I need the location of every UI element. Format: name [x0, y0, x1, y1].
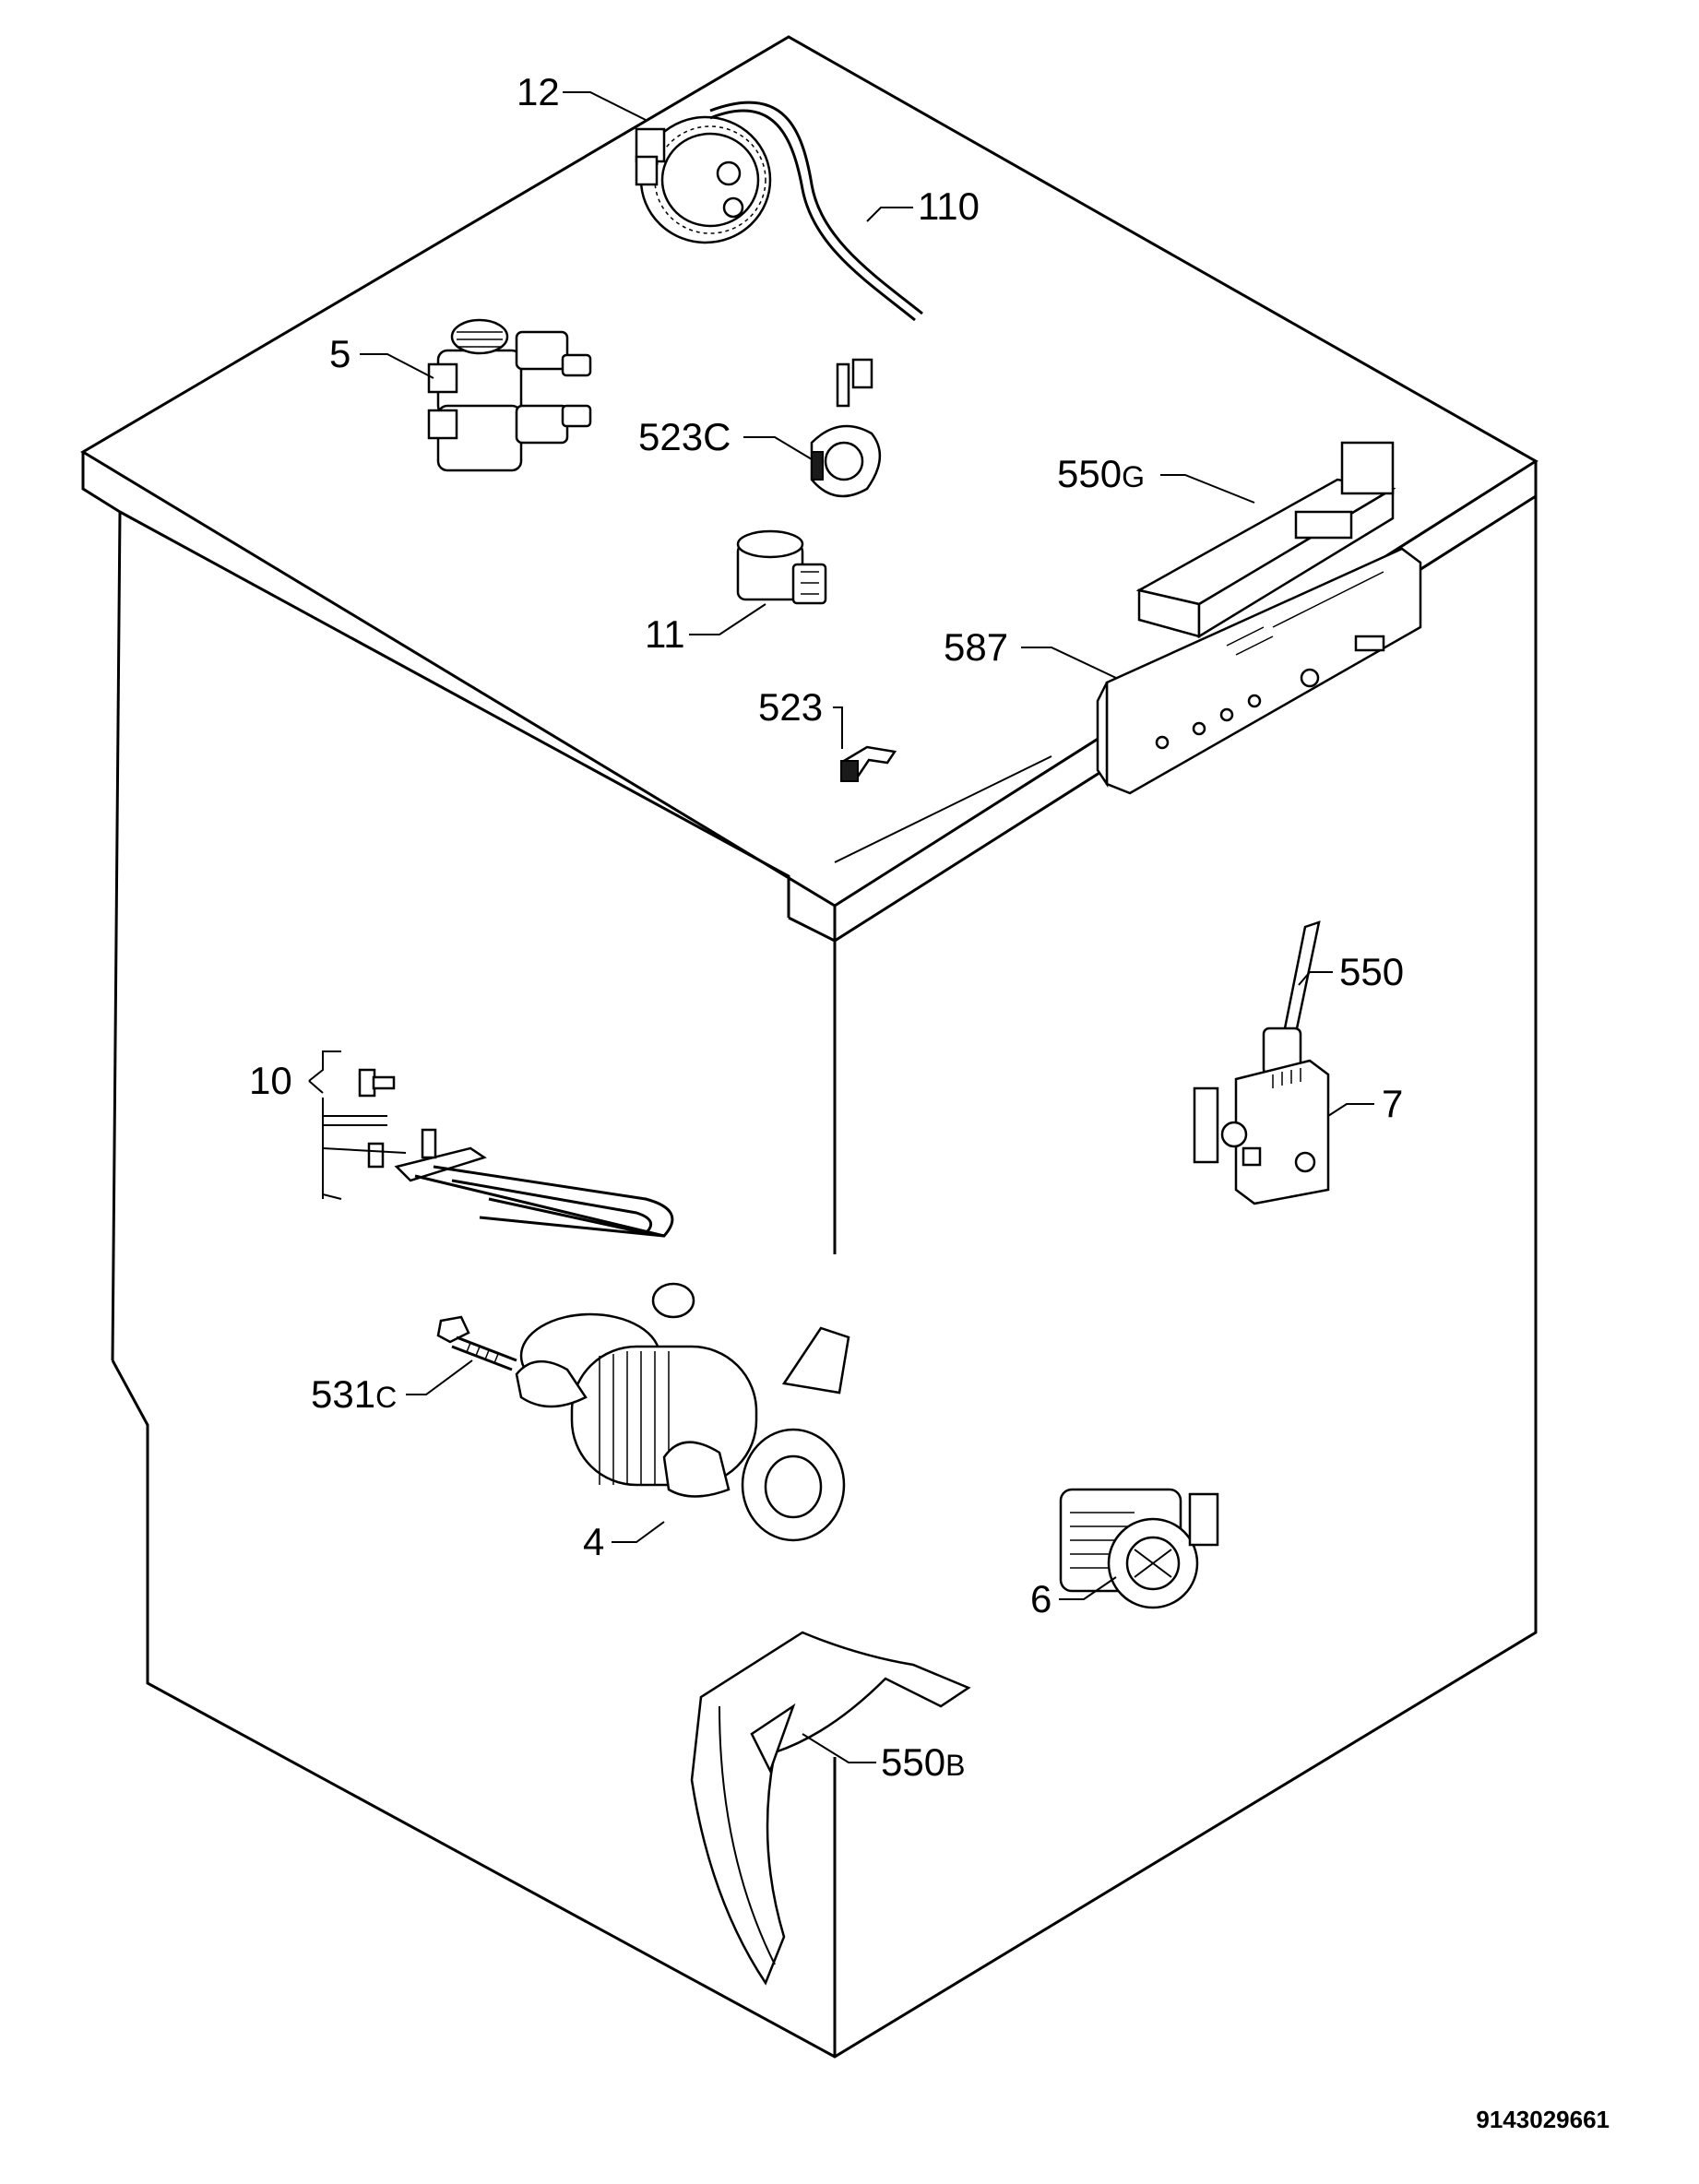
lamp-holder-part: [810, 358, 882, 498]
heating-element-part: [358, 1068, 674, 1238]
motor-screw-part: [436, 1315, 517, 1371]
leader-lines: [308, 91, 1374, 1763]
callout-523c: 523C: [638, 415, 731, 458]
door-lock-part: [1193, 1059, 1330, 1205]
callout-550: 550: [1339, 950, 1404, 993]
guard-bracket-part: [690, 1631, 971, 1986]
inlet-valve-part: [427, 318, 592, 472]
cabinet-outline: [80, 35, 1539, 2059]
callout-12: 12: [517, 70, 560, 113]
callout-11: 11: [645, 612, 685, 656]
callout-4: 4: [583, 1520, 604, 1563]
callout-10: 10: [249, 1059, 292, 1102]
control-lever-part: [1262, 920, 1321, 1076]
callout-550g: 550G: [1057, 452, 1145, 495]
control-board-part: [1096, 547, 1422, 795]
capacitor-part: [736, 529, 827, 605]
pressure-switch-part: [635, 115, 772, 244]
callout-6: 6: [1030, 1577, 1051, 1620]
drawing-number: 9143029661: [1476, 2106, 1610, 2133]
door-switch-part: [1059, 1488, 1219, 1609]
callout-7: 7: [1382, 1082, 1403, 1125]
callout-labels: 12 110 5 523C 550G 11 587 523 550 10 7 5…: [249, 70, 1404, 1784]
drain-pump-part: [515, 1282, 850, 1542]
small-clip-part: [840, 745, 897, 782]
pressure-hose-part: [709, 101, 923, 322]
callout-587: 587: [944, 625, 1008, 669]
callout-550b: 550B: [881, 1740, 965, 1784]
pcb-cover-part: [1135, 441, 1396, 639]
callout-5: 5: [329, 332, 350, 375]
callout-531c: 531C: [311, 1372, 397, 1416]
callout-523: 523: [758, 685, 823, 729]
callout-110: 110: [918, 184, 980, 228]
